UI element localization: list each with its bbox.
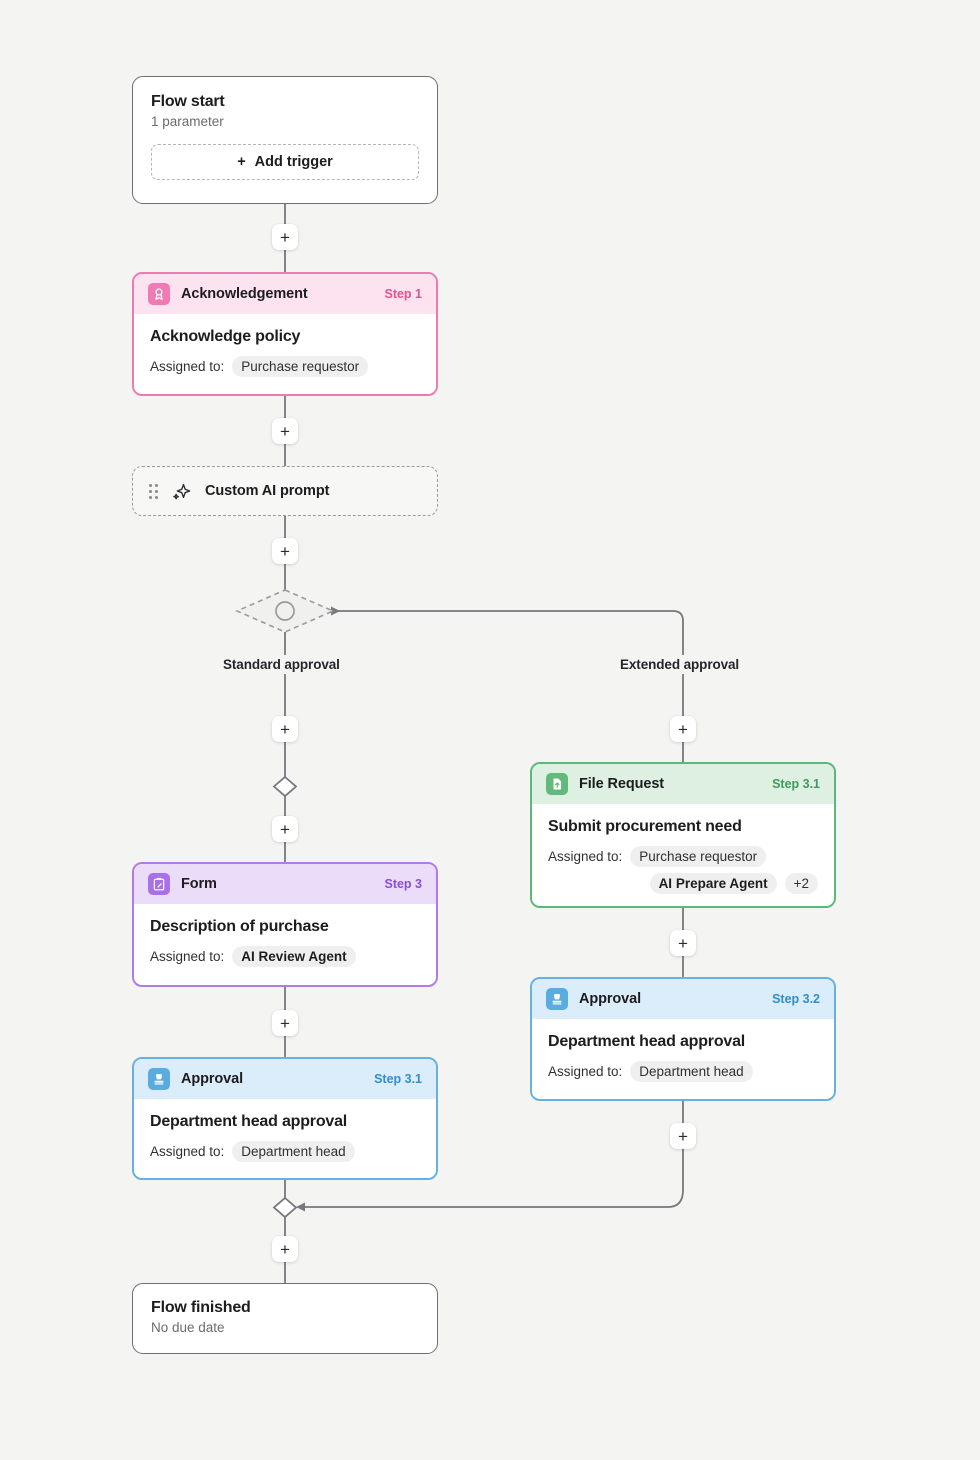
assigned-to-label: Assigned to: [548,1064,623,1079]
add-step-button-2[interactable]: + [272,418,298,444]
custom-ai-prompt-node[interactable]: Custom AI prompt [132,466,438,516]
card-step-label: Step 3.1 [374,1072,422,1086]
branch-split-diamond [235,589,335,633]
plus-icon: + [280,421,290,441]
card-type-label: File Request [579,776,665,792]
assignee-overflow-count[interactable]: +2 [784,873,818,894]
add-trigger-label: Add trigger [254,154,333,170]
step-card-acknowledgement[interactable]: Acknowledgement Step 1 Acknowledge polic… [132,272,438,396]
plus-icon: + [280,719,290,739]
clipboard-pencil-icon [148,873,170,895]
plus-icon: + [678,719,688,739]
add-step-button-right-1[interactable]: + [670,716,696,742]
card-title: Department head approval [548,1033,746,1050]
flow-finished-subtitle: No due date [151,1320,225,1335]
card-body: Department head approval Assigned to: De… [532,1019,834,1098]
award-ribbon-icon [148,283,170,305]
step-card-approval-right[interactable]: Approval Step 3.2 Department head approv… [530,977,836,1101]
card-title: Department head approval [150,1113,348,1130]
card-type-label: Acknowledgement [181,286,308,302]
merge-arrow-icon [296,1202,305,1212]
step-card-form[interactable]: Form Step 3 Description of purchase Assi… [132,862,438,987]
add-step-button-3[interactable]: + [272,538,298,564]
assignee-row: Assigned to: Department head [548,1061,818,1082]
card-body: Department head approval Assigned to: De… [134,1099,436,1178]
plus-icon: + [280,227,290,247]
add-step-button-end[interactable]: + [272,1236,298,1262]
assigned-to-label: Assigned to: [150,949,225,964]
step-card-approval-left[interactable]: Approval Step 3.1 Department head approv… [132,1057,438,1180]
add-step-button-1[interactable]: + [272,224,298,250]
add-trigger-button[interactable]: + Add trigger [151,144,419,180]
assignee-row: Assigned to: Purchase requestor [548,846,818,867]
plus-icon: + [678,1126,688,1146]
split-arrow-icon [331,606,340,616]
assignee-row-overflow: AI Prepare Agent +2 [548,873,818,894]
add-step-button-left-3[interactable]: + [272,1010,298,1036]
flow-finished-title: Flow finished [151,1299,251,1316]
add-step-button-right-2[interactable]: + [670,930,696,956]
plus-icon: + [280,1239,290,1259]
assigned-to-label: Assigned to: [150,1144,225,1159]
add-step-button-left-2[interactable]: + [272,816,298,842]
card-header: Acknowledgement Step 1 [134,274,436,314]
assigned-to-label: Assigned to: [150,359,225,374]
branch-label-standard: Standard approval [216,655,347,674]
add-step-button-right-3[interactable]: + [670,1123,696,1149]
card-header: Approval Step 3.1 [134,1059,436,1099]
assignee-pill[interactable]: Department head [630,1061,753,1082]
assignee-pill[interactable]: Purchase requestor [630,846,767,867]
card-step-label: Step 3.2 [772,992,820,1006]
assignee-pill-agent[interactable]: AI Prepare Agent [649,873,777,894]
card-header: Form Step 3 [134,864,436,904]
card-type-label: Form [181,876,217,892]
card-type-label: Approval [181,1071,244,1087]
drag-handle-icon[interactable] [149,483,158,499]
card-title: Submit procurement need [548,818,742,835]
assignee-pill[interactable]: Purchase requestor [232,356,369,377]
card-header: File Request Step 3.1 [532,764,834,804]
assignee-pill[interactable]: AI Review Agent [232,946,356,967]
assignee-row: Assigned to: Department head [150,1141,420,1162]
assignee-row: Assigned to: Purchase requestor [150,356,420,377]
sparkle-icon [172,482,191,501]
card-title: Acknowledge policy [150,328,301,345]
card-type-label: Approval [579,991,642,1007]
assignee-row: Assigned to: AI Review Agent [150,946,420,967]
flow-start-title: Flow start [151,93,225,110]
plus-icon: + [280,1013,290,1033]
plus-icon: + [280,819,290,839]
ai-prompt-label: Custom AI prompt [205,483,330,499]
file-upload-icon [546,773,568,795]
branch-label-extended: Extended approval [613,655,747,674]
flow-finished-card[interactable]: Flow finished No due date [132,1283,438,1354]
card-body: Acknowledge policy Assigned to: Purchase… [134,314,436,393]
stamp-icon [148,1068,170,1090]
stamp-icon [546,988,568,1010]
flow-start-subtitle: 1 parameter [151,114,224,129]
card-step-label: Step 1 [384,287,422,301]
card-step-label: Step 3.1 [772,777,820,791]
plus-icon: + [280,541,290,561]
card-body: Description of purchase Assigned to: AI … [134,904,436,983]
card-header: Approval Step 3.2 [532,979,834,1019]
step-card-file-request[interactable]: File Request Step 3.1 Submit procurement… [530,762,836,908]
card-step-label: Step 3 [384,877,422,891]
card-body: Submit procurement need Assigned to: Pur… [532,804,834,906]
assignee-pill[interactable]: Department head [232,1141,355,1162]
plus-icon: + [237,154,246,170]
card-title: Description of purchase [150,918,329,935]
add-step-button-left-1[interactable]: + [272,716,298,742]
flow-start-card[interactable]: Flow start 1 parameter + Add trigger [132,76,438,204]
assigned-to-label: Assigned to: [548,849,623,864]
plus-icon: + [678,933,688,953]
